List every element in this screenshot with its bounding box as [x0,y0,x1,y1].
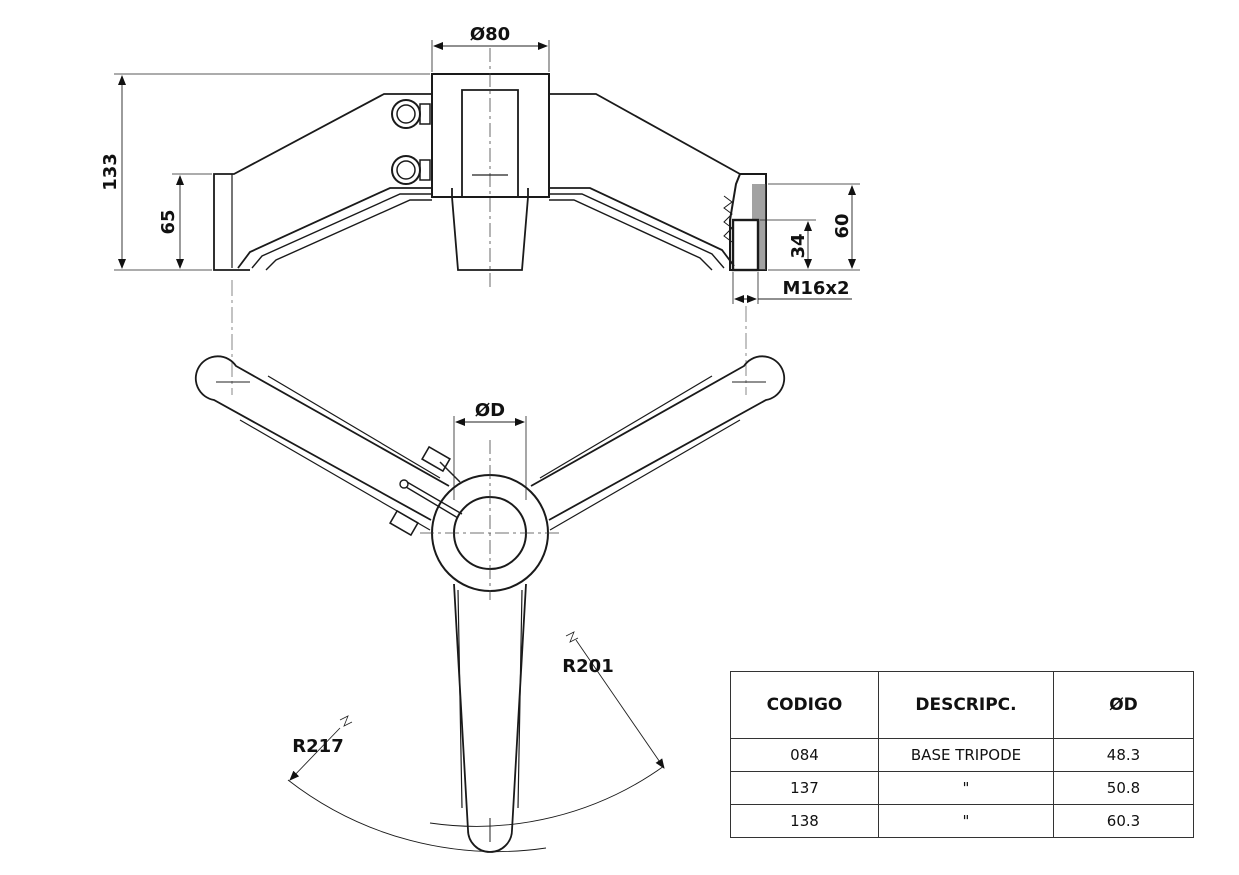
left-arm-under-3 [265,199,432,271]
bolt-lower-top-icon [389,509,419,537]
bolt-upper-icon [391,99,431,129]
spec-table: CODIGO DESCRIPC. ØD 084 BASE TRIPODE 48.… [730,671,1194,838]
dim-radius-201: R201 [562,656,613,677]
cell-diameter: 48.3 [1053,738,1194,772]
left-arm-under-1 [237,187,432,269]
foot-section [723,173,767,272]
left-arm-outline [194,355,450,521]
cell-descripc: BASE TRIPODE [878,738,1054,772]
dim-thread-m16x2: M16x2 [782,278,849,299]
table-header-row: CODIGO DESCRIPC. ØD [730,671,1194,739]
dim-height-34: 34 [788,233,809,258]
right-arm-under-3 [549,199,713,271]
dim-height-133: 133 [100,153,121,191]
thread-insert [731,218,760,272]
cell-diameter: 60.3 [1053,804,1194,838]
right-arm-outline [530,355,786,521]
bolt-lower-icon [391,155,431,185]
lower-tube [451,196,529,271]
bottom-arm-edges [457,589,523,809]
handle-rod-icon [399,479,463,519]
cell-descripc: " [878,771,1054,805]
dim-height-60: 60 [832,213,853,238]
dim-diameter-80: Ø80 [470,24,510,45]
top-view [194,355,786,853]
side-view [213,48,767,288]
right-arm-top [549,93,750,175]
tube-shoulder [451,188,529,197]
dim-radius-217: R217 [292,736,343,757]
right-arm-edges [539,375,741,531]
left-arm-under-2 [251,193,432,269]
dim-diameter-d: ØD [475,400,505,421]
col-codigo: CODIGO [730,671,879,739]
bottom-arm-outline [453,583,527,853]
left-arm-top [213,93,432,271]
table-row: 137 " 50.8 [730,771,1194,805]
cell-diameter: 50.8 [1053,771,1194,805]
table-row: 084 BASE TRIPODE 48.3 [730,738,1194,772]
cell-codigo: 084 [730,738,879,772]
bolt-top-icon [421,445,461,483]
cell-codigo: 137 [730,771,879,805]
col-diameter: ØD [1053,671,1194,739]
top-collar [431,73,550,198]
top-dimensions: ØD R201 R217 [289,400,665,781]
right-arm-under-2 [549,193,725,269]
col-descripc: DESCRIPC. [878,671,1054,739]
inner-tube [461,89,519,197]
table-row: 138 " 60.3 [730,804,1194,838]
arc-r201 [429,765,665,827]
side-dimensions: Ø80 133 65 60 34 M16x2 [100,24,860,304]
cell-codigo: 138 [730,804,879,838]
right-arm-under-1 [549,187,735,267]
dim-height-65: 65 [158,209,179,234]
left-arm-edges [239,375,441,531]
cell-descripc: " [878,804,1054,838]
arc-r217 [287,779,547,853]
